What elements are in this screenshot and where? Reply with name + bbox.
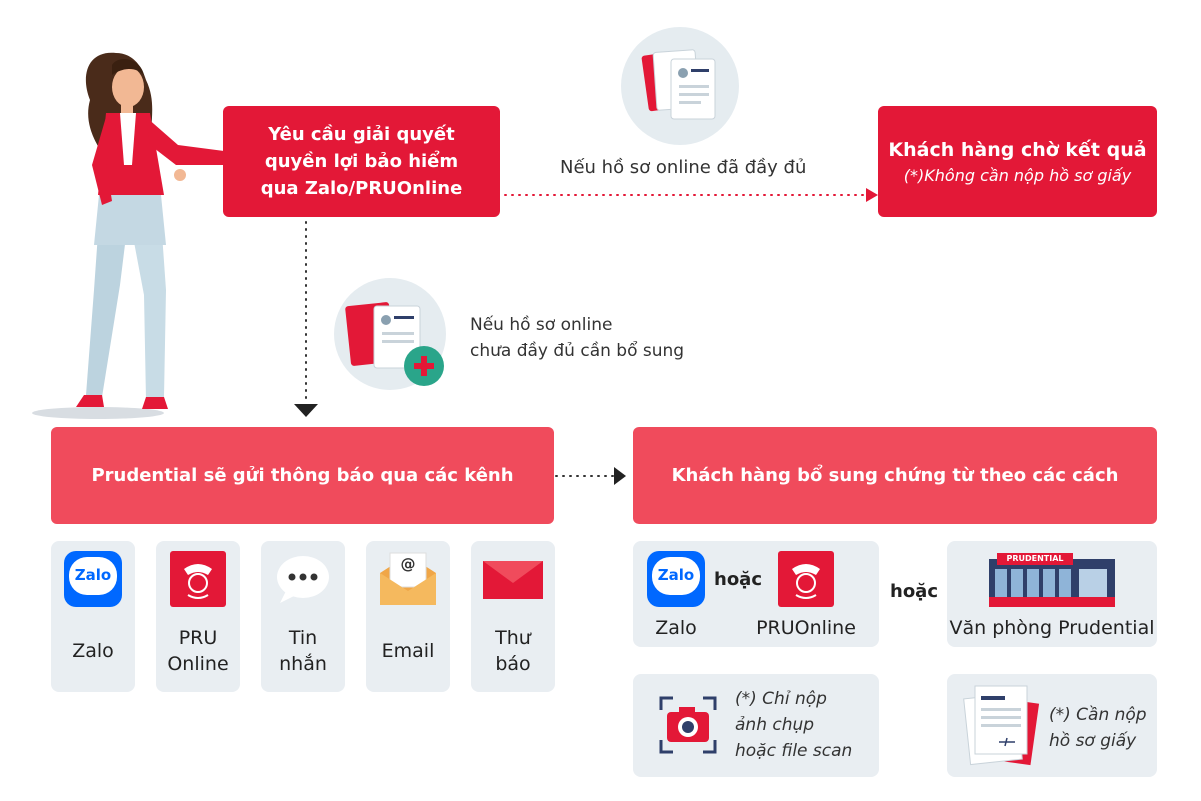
office-sign-text: PRUDENTIAL [1006, 554, 1064, 563]
method-office-card: PRUDENTIAL Văn phòng Prudential [947, 541, 1157, 647]
channel-pru-line-2: Online [167, 653, 229, 675]
channel-card-email: @ Email [366, 541, 450, 692]
note-photo-text: (*) Chỉ nộp ảnh chụp hoặc file scan [735, 686, 875, 764]
method-zalo-label: Zalo [655, 617, 697, 639]
note-photo-card: (*) Chỉ nộp ảnh chụp hoặc file scan [633, 674, 879, 777]
note-photo-line-3: hoặc file scan [735, 741, 853, 761]
prudential-logo-icon [778, 551, 834, 607]
request-line-1: Yêu cầu giải quyết [268, 124, 455, 145]
channel-sms-line-1: Tin [288, 627, 318, 649]
note-photo-line-2: ảnh chụp [735, 715, 815, 735]
email-envelope-icon [380, 552, 436, 605]
letter-envelope-icon [483, 561, 543, 599]
method-office-label: Văn phòng Prudential [949, 617, 1155, 639]
request-line-3: qua Zalo/PRUOnline [260, 178, 463, 199]
channel-email-line-1: Email [381, 640, 435, 662]
note-photo-line-1: (*) Chỉ nộp [735, 689, 827, 709]
paper-documents-icon [963, 685, 1040, 766]
note-paper-line-2: hồ sơ giấy [1049, 731, 1137, 751]
method-or-inner: hoặc [714, 569, 762, 590]
result-note: (*)Không cần nộp hồ sơ giấy [903, 165, 1132, 185]
supplement-methods-box: Khách hàng bổ sung chứng từ theo các các… [633, 427, 1157, 524]
note-paper-line-1: (*) Cần nộp [1049, 705, 1147, 725]
channel-zalo-line-1: Zalo [72, 640, 114, 662]
method-online-card: Zalo Zalo hoặc PRUOnline [633, 541, 879, 647]
prudential-logo-icon [170, 551, 226, 607]
complete-caption: Nếu hồ sơ online đã đầy đủ [560, 157, 807, 178]
zalo-logo-text: Zalo [74, 566, 112, 584]
arrow-down [294, 404, 318, 417]
channel-card-zalo: Zalo Zalo [51, 541, 135, 692]
result-box: Khách hàng chờ kết quả (*)Không cần nộp … [878, 106, 1157, 217]
zalo-logo-text: Zalo [657, 566, 695, 584]
zalo-icon: Zalo [64, 551, 122, 607]
arrow-to-result [866, 188, 878, 202]
documents-complete-icon [621, 27, 739, 145]
customer-woman-illustration [32, 52, 224, 419]
channel-card-pruonline: PRU Online [156, 541, 240, 692]
office-building-icon [989, 553, 1115, 607]
incomplete-line-1: Nếu hồ sơ online [470, 315, 613, 335]
method-pru-label: PRUOnline [756, 617, 856, 639]
email-at-symbol: @ [400, 555, 416, 573]
channel-card-letter: Thư báo [471, 541, 555, 692]
incomplete-line-2: chưa đầy đủ cần bổ sung [470, 341, 685, 361]
chat-bubble-icon [277, 556, 329, 603]
note-paper-text: (*) Cần nộp hồ sơ giấy [1049, 702, 1153, 754]
notify-title: Prudential sẽ gửi thông báo qua các kênh [91, 465, 514, 486]
notify-channels-box: Prudential sẽ gửi thông báo qua các kênh [51, 427, 554, 524]
request-line-2: quyền lợi bảo hiểm [264, 151, 459, 172]
channel-sms-line-2: nhắn [279, 653, 327, 675]
zalo-icon: Zalo [647, 551, 705, 607]
method-or-between: hoặc [890, 581, 938, 602]
channel-letter-line-2: báo [495, 653, 531, 675]
note-paper-card: (*) Cần nộp hồ sơ giấy [947, 674, 1157, 777]
channel-letter-line-1: Thư [495, 627, 531, 649]
camera-icon [659, 696, 717, 754]
supplement-title: Khách hàng bổ sung chứng từ theo các các… [671, 465, 1119, 486]
channel-card-sms: Tin nhắn [261, 541, 345, 692]
incomplete-caption: Nếu hồ sơ online chưa đầy đủ cần bổ sung [470, 312, 730, 364]
arrow-to-supplement [614, 467, 626, 485]
channel-pru-line-1: PRU [178, 627, 218, 649]
request-claim-box: Yêu cầu giải quyết quyền lợi bảo hiểm qu… [223, 106, 500, 217]
result-title: Khách hàng chờ kết quả [888, 138, 1147, 161]
documents-incomplete-icon [334, 278, 446, 390]
